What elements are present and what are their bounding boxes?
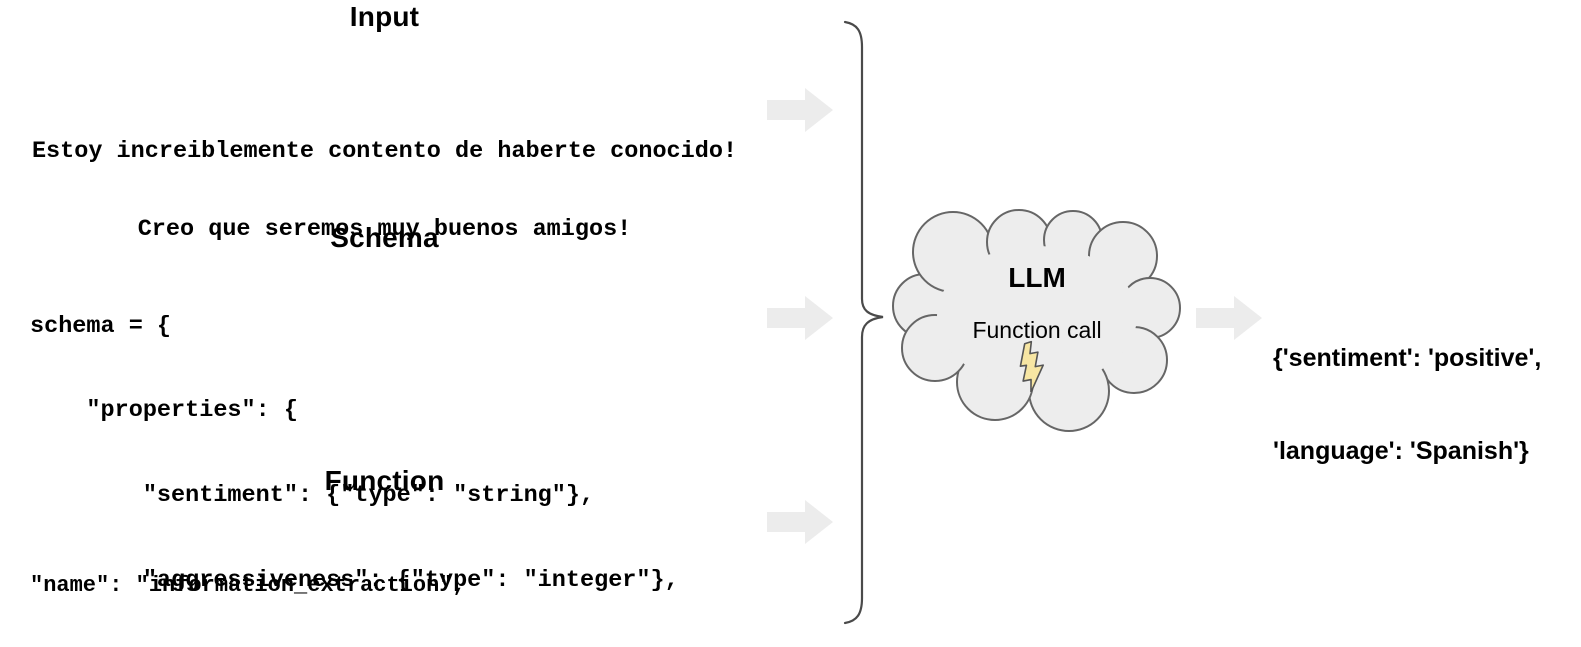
bolt-shape — [1019, 340, 1044, 392]
code-line: Creo que seremos muy buenos amigos! — [137, 216, 632, 243]
llm-cloud-shape — [892, 209, 1181, 432]
output-result-text: {'sentiment': 'positive', 'language': 'S… — [1273, 281, 1541, 529]
curly-brace — [843, 20, 884, 625]
input-arrow-icon — [767, 88, 833, 132]
code-line: schema = { — [30, 312, 172, 340]
output-line: {'sentiment': 'positive', — [1273, 344, 1542, 372]
code-line: "properties": { — [30, 397, 298, 425]
schema-code-block: schema = { "properties": { "sentiment": … — [30, 256, 679, 647]
code-line: "aggressiveness": {"type": "integer"}, — [30, 567, 679, 595]
function-code-block: "name": "information_extraction", "descr… — [30, 487, 769, 647]
output-line: 'language': 'Spanish'} — [1273, 437, 1529, 465]
arrow-shape — [767, 296, 833, 340]
function-arrow-icon — [767, 500, 833, 544]
arrow-shape — [767, 88, 833, 132]
output-arrow-icon — [1196, 296, 1262, 340]
code-line: Estoy increiblemente contento de haberte… — [31, 138, 738, 165]
lightning-bolt-icon — [1019, 340, 1044, 392]
arrow-shape — [767, 500, 833, 544]
input-section-title: Input — [349, 1, 420, 32]
code-line: "sentiment": {"type": "string"}, — [30, 482, 595, 510]
llm-label: LLM — [1008, 262, 1066, 293]
code-line: "name": "information_extraction", — [30, 573, 466, 598]
schema-arrow-icon — [767, 296, 833, 340]
arrow-shape — [1196, 296, 1262, 340]
brace-path — [843, 20, 884, 625]
function-section-title: Function — [324, 465, 445, 496]
schema-section-title: Schema — [330, 222, 439, 253]
cloud-body — [937, 246, 1137, 386]
input-code-block: Estoy increiblemente contento de haberte… — [0, 87, 769, 295]
function-call-label: Function call — [972, 317, 1102, 343]
